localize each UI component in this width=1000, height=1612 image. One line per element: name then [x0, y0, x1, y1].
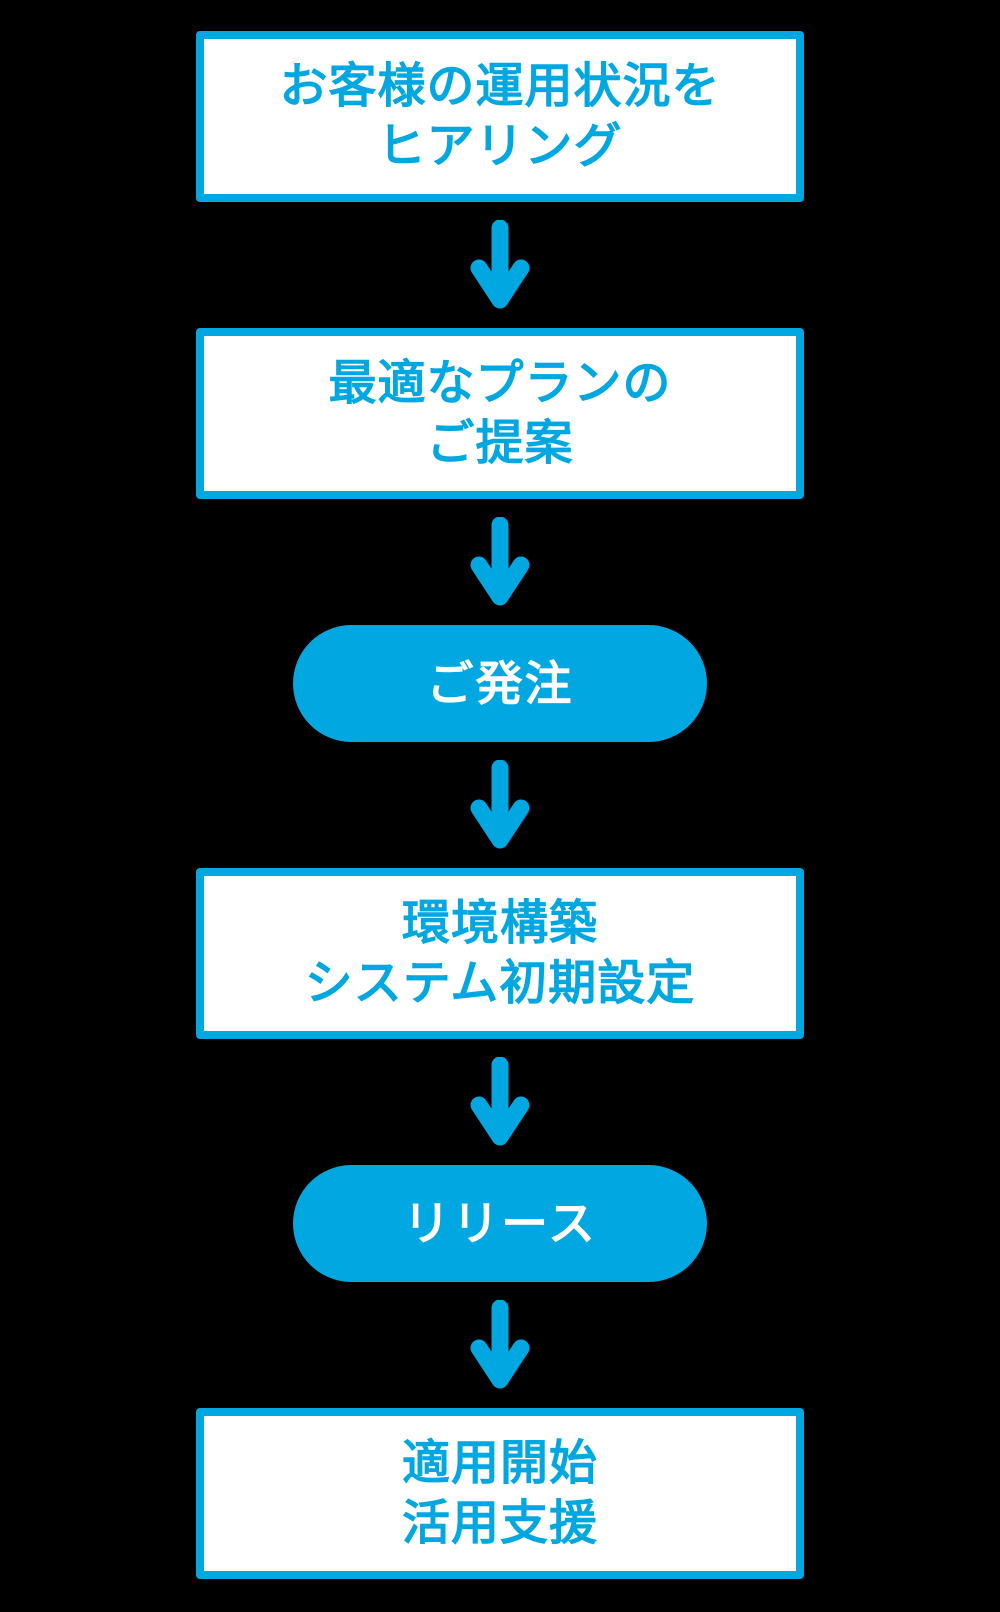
flow-step-release: リリース [293, 1165, 707, 1282]
flow-step-environment-setup: 環境構築 システム初期設定 [196, 868, 804, 1039]
step-label-line: リリース [403, 1197, 597, 1250]
step-label-line: お客様の運用状況を [279, 59, 721, 113]
step-label-line: ご提案 [426, 416, 574, 470]
flow-step-hearing: お客様の運用状況を ヒアリング [196, 31, 804, 202]
step-label-line: 適用開始 [401, 1436, 598, 1490]
flow-step-order: ご発注 [293, 625, 707, 742]
step-label-line: 最適なプランの [328, 356, 672, 410]
down-arrow-icon [469, 1057, 531, 1147]
down-arrow-icon [469, 760, 531, 850]
step-label-line: ヒアリング [377, 119, 623, 173]
flow-step-adoption-support: 適用開始 活用支援 [196, 1408, 804, 1579]
flow-column: お客様の運用状況を ヒアリング 最適なプランの ご提案 ご発注 [196, 31, 804, 1579]
down-arrow-icon [469, 220, 531, 310]
flow-step-plan-proposal: 最適なプランの ご提案 [196, 328, 804, 499]
down-arrow-icon [469, 517, 531, 607]
step-label-line: システム初期設定 [304, 956, 696, 1010]
down-arrow-icon [469, 1300, 531, 1390]
step-label-line: 活用支援 [401, 1496, 598, 1550]
step-label-line: 環境構築 [401, 896, 598, 950]
step-label-line: ご発注 [426, 657, 574, 710]
